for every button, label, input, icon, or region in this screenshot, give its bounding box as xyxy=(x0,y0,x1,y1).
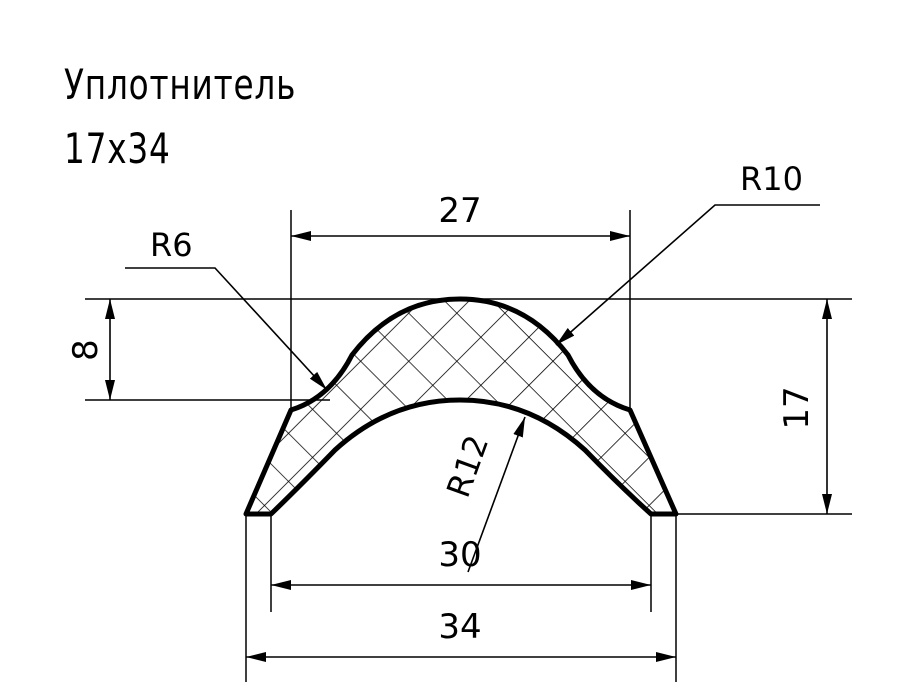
radius-text-r6: R6 xyxy=(150,226,193,264)
radius-text-r12: R12 xyxy=(439,430,496,502)
leader-r12 xyxy=(467,416,526,573)
dimension-lines xyxy=(105,231,832,662)
dim-text-34: 34 xyxy=(438,607,481,647)
seal-profile xyxy=(243,296,679,517)
dim-text-8: 8 xyxy=(66,339,106,361)
drawing-title: Уплотнитель xyxy=(64,60,297,109)
dim-text-27: 27 xyxy=(438,191,481,231)
drawing-subtitle: 17x34 xyxy=(64,124,171,173)
dim-text-30: 30 xyxy=(438,535,481,575)
dim-text-17: 17 xyxy=(777,386,817,429)
leader-lines xyxy=(125,204,820,573)
radius-text-r10: R10 xyxy=(740,160,803,198)
leader-r10 xyxy=(555,204,820,346)
leader-r6 xyxy=(125,267,328,391)
